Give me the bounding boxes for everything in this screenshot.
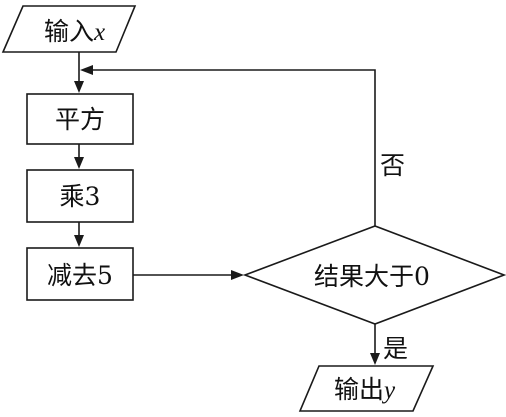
- arrowhead-loop: [80, 65, 93, 75]
- decision-node: 结果大于0: [242, 225, 506, 325]
- square-node: 平方: [26, 93, 134, 145]
- multiply-box: [26, 169, 134, 223]
- multiply-node: 乘3: [26, 169, 134, 223]
- square-label: 平方: [55, 105, 105, 134]
- subtract-node: 减去5: [26, 247, 134, 301]
- square-box: [26, 93, 134, 145]
- subtract-box: [26, 247, 134, 301]
- multiply-label: 乘3: [60, 182, 101, 211]
- edge-no-loop: [92, 69, 376, 226]
- output-parallelogram: [298, 365, 435, 412]
- arrowhead-decision: [231, 270, 244, 280]
- yes-label: 是: [383, 334, 408, 363]
- arrowhead-square: [74, 81, 84, 93]
- decision-label: 结果大于0: [314, 262, 430, 291]
- input-node: 输入x: [1, 5, 137, 53]
- no-label: 否: [380, 151, 405, 180]
- arrowhead-output: [370, 353, 380, 365]
- output-node: 输出y: [298, 365, 435, 412]
- arrowhead-multiply: [74, 157, 84, 169]
- arrowhead-subtract: [74, 235, 84, 247]
- subtract-label: 减去5: [47, 261, 113, 290]
- input-label: 输入x: [44, 17, 105, 46]
- output-label: 输出y: [334, 375, 396, 404]
- input-parallelogram: [1, 5, 137, 53]
